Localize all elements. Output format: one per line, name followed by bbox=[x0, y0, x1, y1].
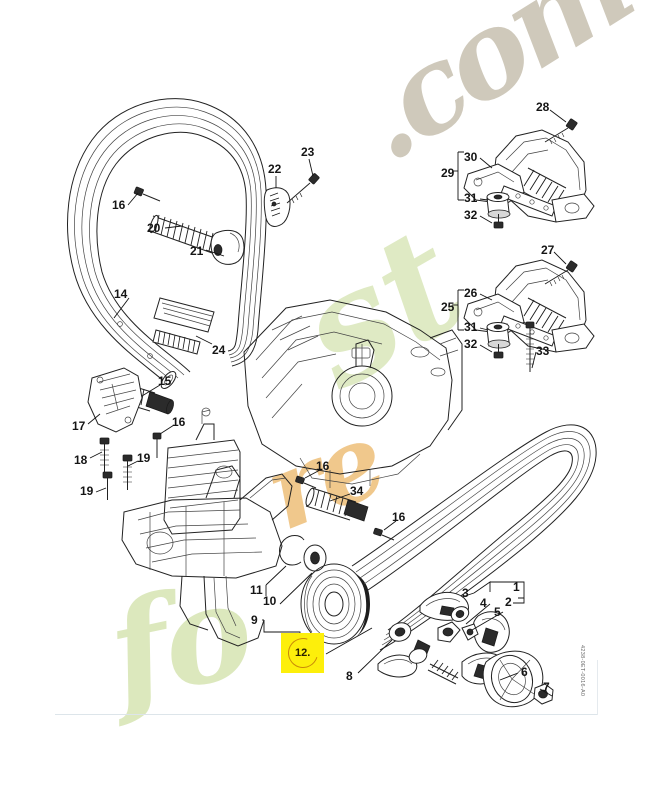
callout-16a: 16 bbox=[112, 198, 126, 212]
callout-4: 4 bbox=[480, 596, 487, 610]
callout-32a: 32 bbox=[464, 208, 478, 222]
assembly-clutch bbox=[378, 592, 553, 708]
callout-1: 1 bbox=[513, 580, 520, 594]
part-screw-16a bbox=[134, 187, 160, 201]
callout-33: 33 bbox=[536, 344, 550, 358]
part-screw-16d bbox=[373, 528, 394, 540]
callout-18: 18 bbox=[74, 453, 88, 467]
callout-8: 8 bbox=[346, 669, 353, 683]
callout-20: 20 bbox=[147, 221, 161, 235]
part-circlip-11 bbox=[280, 536, 305, 566]
part-screw-19b bbox=[103, 472, 112, 500]
part-spring-34 bbox=[304, 488, 368, 521]
part-pulley-9 bbox=[301, 564, 370, 644]
part-boot-21 bbox=[211, 230, 244, 264]
callout-15: 15 bbox=[158, 374, 172, 388]
part-washer-10 bbox=[304, 545, 326, 571]
part-bolt-27 bbox=[545, 260, 578, 286]
callout-24: 24 bbox=[212, 343, 226, 357]
drawing-code: 4238-0ET-0016-A0 bbox=[579, 645, 585, 697]
part-bolt-28 bbox=[545, 118, 578, 144]
callout-25: 25 bbox=[441, 300, 455, 314]
callout-32b: 32 bbox=[464, 337, 478, 351]
callout-26: 26 bbox=[464, 286, 478, 300]
part-bracket-17 bbox=[88, 368, 142, 432]
callout-7: 7 bbox=[543, 680, 550, 694]
assembly-cylinder bbox=[122, 408, 292, 646]
callout-22: 22 bbox=[268, 162, 282, 176]
callout-11: 11 bbox=[250, 583, 263, 597]
callout-21: 21 bbox=[190, 244, 204, 258]
callout-10: 10 bbox=[263, 594, 277, 608]
callout-34: 34 bbox=[350, 484, 364, 498]
callout-3: 3 bbox=[462, 586, 469, 600]
callout-9: 9 bbox=[251, 613, 258, 627]
part-drive-belt bbox=[352, 425, 596, 650]
callout-27: 27 bbox=[541, 243, 555, 257]
part-screw-32b bbox=[494, 344, 503, 358]
part-screw-16b bbox=[153, 433, 161, 458]
callout-6: 6 bbox=[521, 665, 528, 679]
part-screw-32a bbox=[494, 214, 503, 228]
callout-19a: 19 bbox=[137, 451, 151, 465]
callout-14: 14 bbox=[114, 287, 128, 301]
part-screw-19a bbox=[123, 455, 132, 490]
callout-31b: 31 bbox=[464, 320, 478, 334]
right-divider bbox=[597, 660, 598, 715]
highlight-label: 12. bbox=[294, 647, 311, 660]
highlight-badge-12[interactable]: 12. bbox=[281, 632, 324, 674]
part-screw-16c bbox=[295, 476, 316, 488]
callout-2: 2 bbox=[505, 595, 512, 609]
callout-28: 28 bbox=[536, 100, 550, 114]
part-handle-bar bbox=[68, 99, 267, 391]
callout-17: 17 bbox=[72, 419, 86, 433]
callout-29: 29 bbox=[441, 166, 455, 180]
callout-19b: 19 bbox=[80, 484, 94, 498]
callout-16c: 16 bbox=[316, 459, 330, 473]
callout-16b: 16 bbox=[172, 415, 186, 429]
highlight-ring: 12. bbox=[282, 632, 323, 674]
part-bolt-23 bbox=[287, 173, 320, 203]
part-clamp-22 bbox=[264, 188, 290, 227]
callout-23: 23 bbox=[301, 145, 315, 159]
assembly-engine-housing bbox=[244, 300, 462, 488]
part-screw-18 bbox=[100, 438, 109, 472]
leader-lines bbox=[88, 110, 566, 696]
callout-31a: 31 bbox=[464, 191, 478, 205]
callout-5: 5 bbox=[494, 605, 501, 619]
assembly-av-mount-upper bbox=[464, 118, 594, 228]
callout-16d: 16 bbox=[392, 510, 406, 524]
part-spring-20 bbox=[148, 215, 215, 254]
bottom-divider bbox=[55, 714, 597, 715]
assembly-av-mount-lower bbox=[464, 260, 594, 372]
part-screw-33 bbox=[526, 322, 534, 372]
callout-30: 30 bbox=[464, 150, 478, 164]
part-grip-24 bbox=[153, 298, 214, 354]
